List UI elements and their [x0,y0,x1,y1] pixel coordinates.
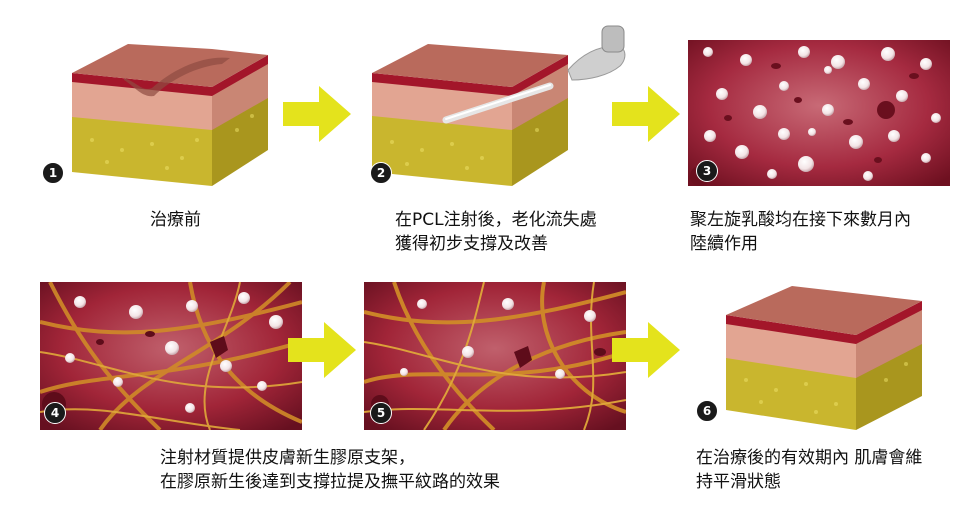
caption-step-1: 治療前 [150,208,201,232]
step-badge-5: 5 [370,402,392,424]
caption-step-4-5: 注射材質提供皮膚新生膠原支架， 在膠原新生後達到支撐拉提及撫平紋路的效果 [160,446,500,494]
step-badge-4: 4 [44,402,66,424]
caption-step-6: 在治療後的有效期內 肌膚會維 持平滑狀態 [696,446,922,494]
collagen-image-2 [364,282,626,430]
arrow-right-icon [283,86,351,146]
caption-line: 在PCL注射後，老化流失處 [395,210,597,230]
caption-line: 在膠原新生後達到支撐拉提及撫平紋路的效果 [160,472,500,492]
caption-line: 注射材質提供皮膚新生膠原支架， [160,448,415,468]
caption-step-2: 在PCL注射後，老化流失處 獲得初步支撐及改善 [395,208,597,256]
caption-line: 在治療後的有效期內 肌膚會維 [696,448,923,468]
collagen-image-1 [40,282,302,430]
skin-block-injection [362,24,632,190]
skin-block-after [716,284,930,432]
arrow-right-icon [288,322,356,382]
step-badge-2: 2 [370,162,392,184]
arrow-right-icon [612,86,680,146]
caption-line: 持平滑狀態 [696,472,781,492]
microspheres-image [688,40,950,186]
caption-line: 聚左旋乳酸均在接下來數月內 [690,210,911,230]
step-badge-3: 3 [696,160,718,182]
step-badge-6: 6 [696,400,718,422]
caption-step-3: 聚左旋乳酸均在接下來數月內 陸續作用 [690,208,911,256]
skin-block-before [62,40,276,190]
arrow-right-icon [612,322,680,382]
step-badge-1: 1 [42,162,64,184]
caption-line: 陸續作用 [690,234,758,254]
caption-line: 治療前 [150,210,201,230]
caption-line: 獲得初步支撐及改善 [395,234,548,254]
